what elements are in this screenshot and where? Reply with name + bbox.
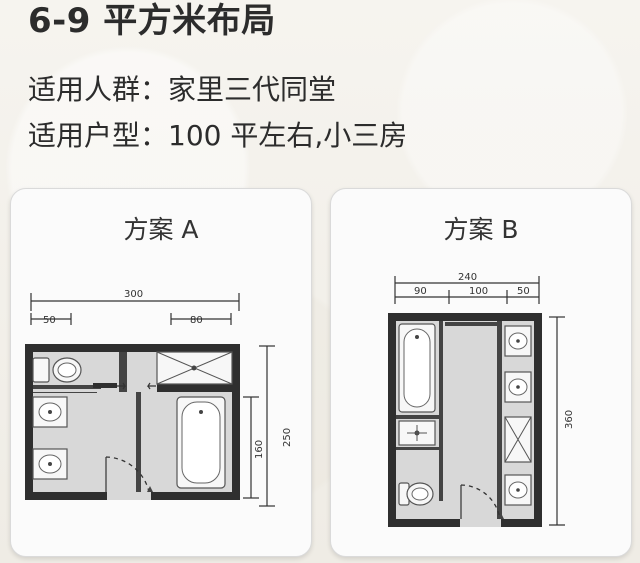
- plan-b-top-total: 240: [458, 272, 477, 283]
- home-type-line: 适用户型：100 平左右,小三房: [28, 119, 408, 152]
- plan-b-bathtub-icon: [398, 323, 436, 413]
- plan-a-right-total: 250: [282, 428, 293, 447]
- plan-b-shower-icon-right: [504, 416, 532, 463]
- plan-a-room: [25, 344, 240, 500]
- plan-a-toilet-icon: [32, 357, 82, 383]
- plan-b-sink-icon-middle: [504, 371, 532, 403]
- plan-b-shower-icon: [398, 420, 436, 446]
- plan-b-door-swing-icon: [460, 484, 501, 520]
- plan-a-right-dimensions: 250 160: [243, 345, 293, 507]
- plan-a-right-inner: 160: [254, 440, 265, 459]
- plan-b-sink-icon-top: [504, 325, 532, 357]
- audience-line: 适用人群：家里三代同堂: [28, 73, 337, 106]
- plan-a-diagram: 300 50 80 250 160: [25, 289, 293, 507]
- plan-a-card: 方案 A 300 50 80 250 160: [10, 188, 312, 557]
- page-title: 6-9 平方米布局: [28, 1, 276, 41]
- plan-a-sink-icon-top: [32, 396, 68, 428]
- plan-a-top-dimensions: 300 50 80: [30, 289, 240, 326]
- plan-a-top-total: 300: [124, 289, 143, 300]
- plan-a-shower-icon: [156, 351, 233, 385]
- plan-b-top-dimensions: 240 90 100 50: [394, 272, 540, 304]
- plan-b-sink-icon-bottom: [504, 474, 532, 506]
- plan-b-right-dimensions: 360: [549, 316, 575, 526]
- plan-b-room: [388, 313, 542, 527]
- plan-b-top-left: 90: [414, 286, 427, 297]
- plan-a-title: 方案 A: [123, 215, 199, 244]
- plan-a-top-left: 50: [43, 315, 56, 326]
- plan-b-toilet-icon: [398, 482, 434, 506]
- plan-a-top-right: 80: [190, 315, 203, 326]
- plan-a-sink-icon-bottom: [32, 448, 68, 480]
- plan-a-bathtub-icon: [176, 396, 226, 489]
- plan-b-top-middle: 100: [469, 286, 488, 297]
- plan-b-card: 方案 B 240 90 100 50 360: [330, 188, 632, 557]
- plan-b-title: 方案 B: [443, 215, 519, 244]
- plan-b-top-right: 50: [517, 286, 530, 297]
- plan-b-right-total: 360: [564, 410, 575, 429]
- plan-b-diagram: 240 90 100 50 360: [388, 272, 575, 527]
